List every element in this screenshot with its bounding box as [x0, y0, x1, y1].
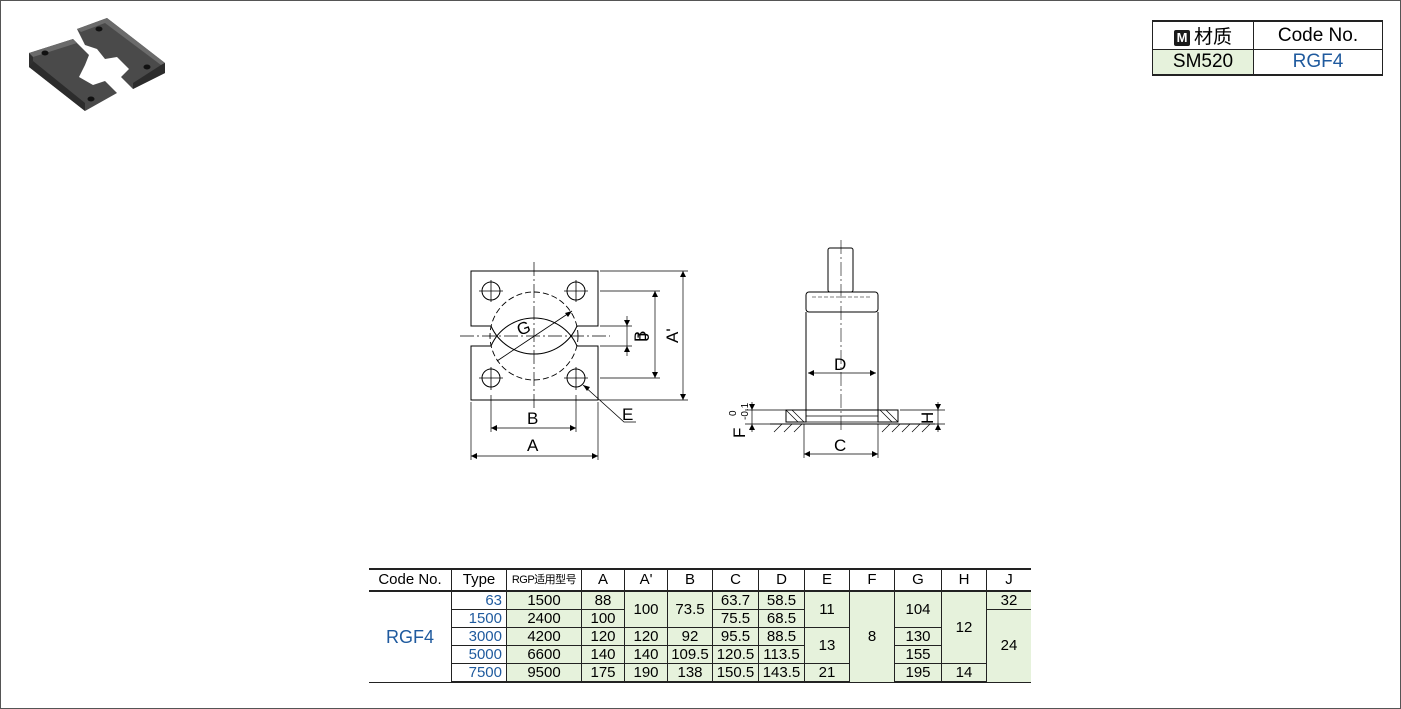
c-cell: 120.5	[712, 645, 759, 664]
table-row: RGF4 63 1500 88 100 73.5 63.7 58.5 11 8 …	[369, 590, 1031, 683]
b-cell: 138	[667, 663, 713, 683]
col-g: G	[894, 568, 942, 592]
d-cell: 68.5	[758, 609, 805, 628]
a-cell: 120	[581, 627, 625, 646]
dim-label-g: G	[514, 317, 533, 339]
side-body	[805, 312, 879, 411]
dim-label-e: E	[622, 405, 633, 424]
d-cell: 88.5	[758, 627, 805, 646]
technical-drawing: G J B A' E B A D C H F 0 -0.1	[460, 240, 945, 460]
col-j: J	[986, 568, 1031, 592]
table-row: 1500 2400 100 75.5 68.5 24	[369, 609, 1031, 683]
clamp-half-left	[29, 39, 117, 111]
col-h: H	[941, 568, 987, 592]
col-f: F	[849, 568, 895, 592]
dim-label-b-bottom: B	[527, 409, 538, 428]
side-head	[805, 291, 879, 313]
code-cell[interactable]: RGF4	[369, 590, 452, 683]
a-prime-cell: 120	[624, 627, 668, 646]
c-cell: 95.5	[712, 627, 759, 646]
col-code-no: Code No.	[369, 568, 452, 592]
g-cell: 104	[894, 590, 942, 628]
b-cell: 73.5	[667, 590, 713, 628]
col-a: A	[581, 568, 625, 592]
code-value[interactable]: RGF4	[1253, 49, 1383, 76]
table-row: 3000 4200 120 120 92 95.5 88.5 13 130	[369, 627, 1031, 664]
a-prime-cell: 100	[624, 590, 668, 628]
col-c: C	[712, 568, 759, 592]
b-cell: 109.5	[667, 645, 713, 664]
dim-label-a-prime: A'	[663, 328, 682, 343]
a-cell: 88	[581, 590, 625, 610]
h-cell: 12	[941, 590, 987, 664]
product-photo	[29, 18, 165, 111]
col-type: Type	[451, 568, 507, 592]
type-cell[interactable]: 63	[451, 590, 507, 610]
dim-label-j: J	[634, 333, 653, 342]
e-cell: 21	[804, 663, 850, 683]
type-cell[interactable]: 3000	[451, 627, 507, 646]
dim-label-f: F	[730, 428, 749, 438]
a-cell: 175	[581, 663, 625, 683]
col-b: B	[667, 568, 713, 592]
material-value: SM520	[1152, 49, 1254, 76]
col-e: E	[804, 568, 850, 592]
c-cell: 150.5	[712, 663, 759, 683]
g-cell: 130	[894, 627, 942, 646]
j-cell: 32	[986, 590, 1031, 610]
clamp-half-right	[77, 18, 165, 89]
rgp-cell: 4200	[506, 627, 582, 646]
front-bottom-half	[470, 317, 599, 401]
table-row: 7500 9500 175 190 138 150.5 143.5 21 195…	[369, 663, 1031, 683]
spec-table: Code No. Type RGP适用型号 A A' B C D E F G H…	[369, 568, 1031, 683]
d-cell: 143.5	[758, 663, 805, 683]
col-d: D	[758, 568, 805, 592]
rgp-cell: 6600	[506, 645, 582, 664]
e-cell: 11	[804, 590, 850, 628]
type-cell[interactable]: 7500	[451, 663, 507, 683]
b-cell: 92	[667, 627, 713, 646]
g-cell: 195	[894, 663, 942, 683]
rgp-cell: 1500	[506, 590, 582, 610]
dim-label-h: H	[918, 412, 937, 424]
rgp-cell: 2400	[506, 609, 582, 628]
rgp-cell: 9500	[506, 663, 582, 683]
dim-label-b-right: B	[631, 331, 650, 342]
h-cell: 14	[941, 663, 987, 683]
a-cell: 100	[581, 609, 625, 628]
dim-label-d: D	[834, 355, 846, 374]
c-cell: 75.5	[712, 609, 759, 628]
tol-lower: -0.1	[740, 402, 751, 420]
c-cell: 63.7	[712, 590, 759, 610]
a-prime-cell: 140	[624, 645, 668, 664]
a-prime-cell: 190	[624, 663, 668, 683]
type-cell[interactable]: 1500	[451, 609, 507, 628]
code-header: Code No.	[1253, 20, 1383, 50]
type-cell[interactable]: 5000	[451, 645, 507, 664]
a-cell: 140	[581, 645, 625, 664]
tol-upper: 0	[728, 410, 739, 416]
front-top-half	[470, 270, 599, 355]
j-cell: 24	[986, 609, 1031, 683]
material-badge: M	[1173, 30, 1190, 46]
spec-header-row: Code No. Type RGP适用型号 A A' B C D E F G H…	[369, 568, 1031, 592]
table-row: 5000 6600 140 140 109.5 120.5 113.5 155	[369, 645, 1031, 664]
dim-label-a-bottom: A	[527, 436, 539, 455]
d-cell: 113.5	[758, 645, 805, 664]
col-a-prime: A'	[624, 568, 668, 592]
dim-label-c: C	[834, 436, 846, 455]
d-cell: 58.5	[758, 590, 805, 610]
side-pin	[827, 247, 854, 293]
g-cell: 155	[894, 645, 942, 664]
f-cell: 8	[849, 590, 895, 683]
e-cell: 13	[804, 627, 850, 664]
col-rgp: RGP适用型号	[506, 568, 582, 592]
